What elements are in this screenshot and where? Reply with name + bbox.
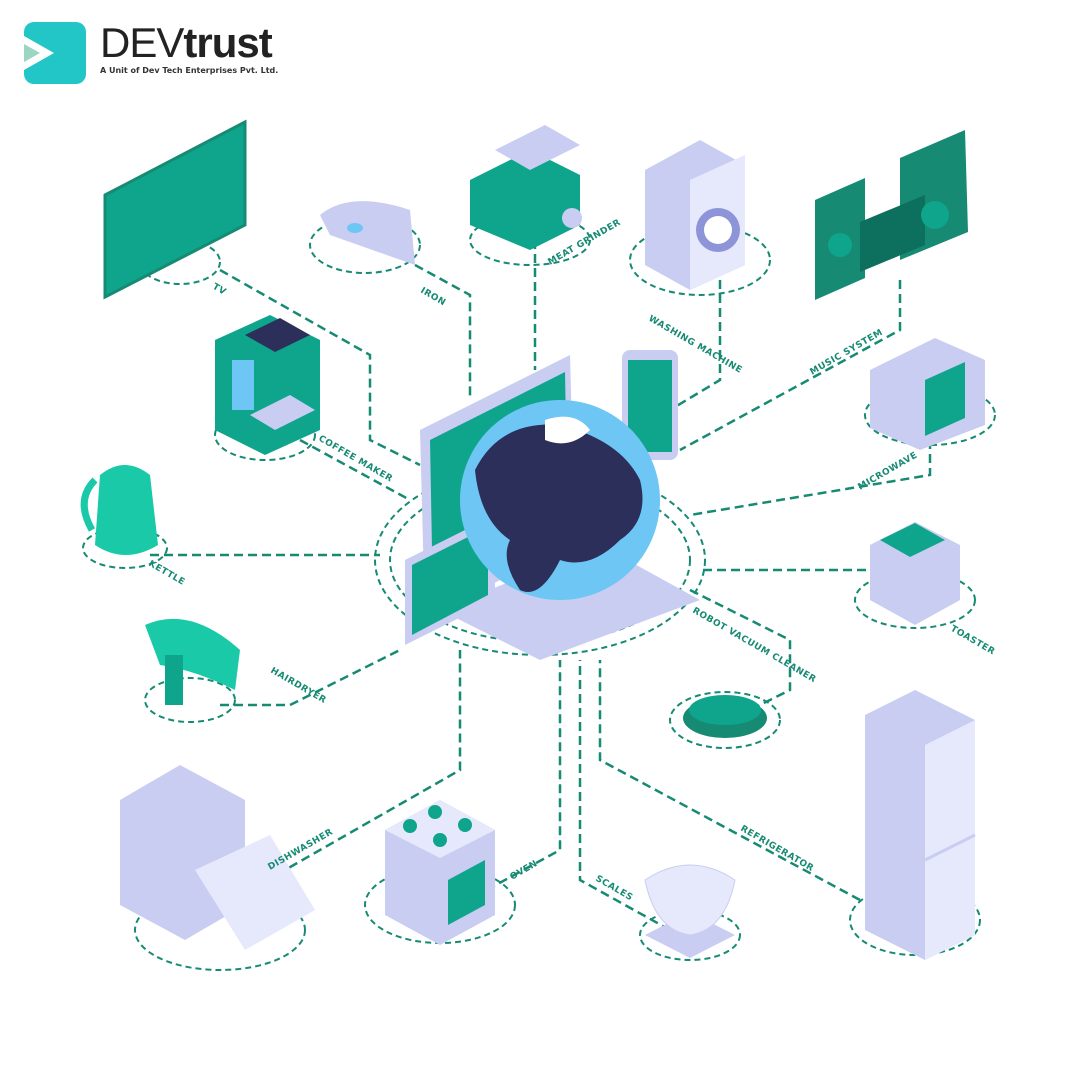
label-refrigerator: REFRIGERATOR: [739, 824, 816, 874]
label-hairdryer: HAIRDRYER: [269, 666, 328, 706]
brand-name: DEVtrust: [100, 19, 273, 66]
laptop-base: [440, 545, 700, 660]
connector-lines: [150, 240, 932, 932]
device-washing-machine: WASHING MACHINE: [629, 140, 771, 376]
device-robot-vacuum: ROBOT VACUUM CLEANER: [669, 606, 818, 749]
devtrust-logo: DEVtrust A Unit of Dev Tech Enterprises …: [24, 22, 278, 84]
device-microwave: MICROWAVE: [857, 338, 996, 493]
label-robot-vacuum: ROBOT VACUUM CLEANER: [691, 606, 818, 685]
brand-tagline: A Unit of Dev Tech Enterprises Pvt. Ltd.: [100, 66, 279, 75]
device-music-system: MUSIC SYSTEM: [809, 130, 968, 378]
device-scales: SCALES: [594, 864, 741, 961]
label-microwave: MICROWAVE: [857, 450, 920, 492]
device-kettle: KETTLE: [80, 465, 187, 588]
device-coffee-maker: COFFEE MAKER: [214, 315, 395, 485]
central-hub: [374, 350, 706, 660]
label-kettle: KETTLE: [147, 559, 187, 588]
device-dishwasher: DISHWASHER: [120, 765, 335, 971]
device-refrigerator: REFRIGERATOR: [739, 690, 981, 960]
label-tv: TV: [211, 282, 228, 298]
device-oven: OVEN: [364, 800, 540, 945]
label-toaster: TOASTER: [949, 624, 997, 658]
device-iron: IRON: [309, 201, 448, 308]
label-coffee-maker: COFFEE MAKER: [317, 434, 395, 485]
device-hairdryer: HAIRDRYER: [144, 618, 328, 723]
play-logo-icon: [24, 22, 86, 84]
label-oven: OVEN: [509, 859, 540, 883]
device-toaster: TOASTER: [854, 522, 997, 658]
label-iron: IRON: [419, 286, 448, 308]
device-meat-grinder: MEAT GRINDER: [469, 125, 623, 268]
